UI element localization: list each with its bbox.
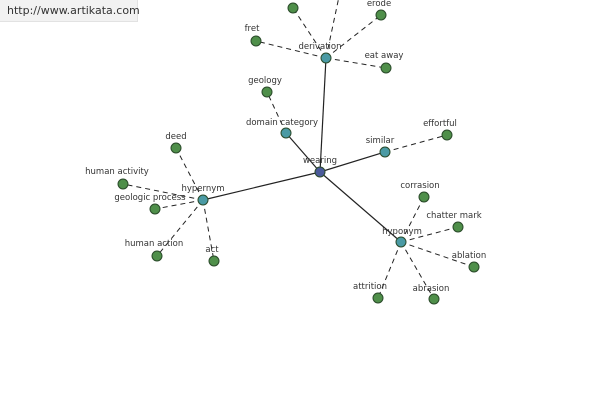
center-node-label: wearing (303, 156, 337, 166)
leaf-label-fret: fret (245, 24, 261, 34)
relation-label-similar: similar (366, 136, 395, 146)
edge-derivation-to-d2 (325, 0, 339, 59)
leaf-node-geology[interactable] (261, 86, 273, 98)
relation-label-hyponym: hyponym (382, 227, 422, 237)
leaf-node-human-activity[interactable] (117, 178, 129, 190)
edge-hyponym-to-abrasion (400, 241, 435, 300)
leaf-node-attrition[interactable] (372, 292, 384, 304)
leaf-node-eat-away[interactable] (380, 62, 392, 74)
edge-similar-to-effortful (384, 134, 448, 153)
edge-hypernym-to-human-action (156, 199, 204, 257)
edge-hypernym-to-human-activity (122, 183, 204, 201)
edge-center-to-hypernym (202, 171, 321, 201)
leaf-label-corrasion: corrasion (400, 181, 439, 191)
relation-node-domain-category[interactable] (280, 127, 292, 139)
site-url-bar: http://www.artikata.com (0, 0, 140, 22)
edge-derivation-to-eat-away (325, 57, 387, 69)
edge-center-to-domain-category (285, 132, 321, 173)
leaf-label-eat-away: eat away (365, 51, 404, 61)
leaf-node-corrasion[interactable] (418, 191, 430, 203)
leaf-node-chatter-mark[interactable] (452, 221, 464, 233)
graph-labels: erode fret eat away derivation geology domain… (85, 0, 486, 294)
edge-center-to-derivation (319, 57, 327, 173)
leaf-label-deed: deed (165, 132, 186, 142)
leaf-label-human-activity: human activity (85, 167, 149, 177)
edge-hypernym-to-deed (175, 147, 204, 201)
edge-derivation-to-erode (325, 14, 382, 59)
edge-hypernym-to-act (202, 199, 215, 262)
edge-center-to-hyponym (319, 171, 402, 243)
edge-hyponym-to-ablation (400, 241, 475, 268)
leaf-node-effortful[interactable] (441, 129, 453, 141)
edge-derivation-to-fret (255, 40, 327, 59)
leaf-node-geologic-process[interactable] (149, 203, 161, 215)
leaf-label-erode: erode (367, 0, 391, 9)
leaf-node-ablation[interactable] (468, 261, 480, 273)
leaf-label-geologic-process: geologic process (114, 193, 186, 203)
center-node[interactable] (314, 166, 326, 178)
leaf-label-effortful: effortful (423, 119, 457, 129)
relation-label-derivation: derivation (298, 42, 341, 52)
edge-hyponym-to-chatter-mark (400, 226, 459, 243)
edge-center-to-similar (319, 151, 386, 173)
leaf-node-abrasion[interactable] (428, 293, 440, 305)
leaf-label-geology: geology (248, 76, 282, 86)
leaf-label-act: act (205, 245, 219, 255)
edge-hypernym-to-geologic-process (154, 199, 204, 210)
leaf-node-d1[interactable] (287, 2, 299, 14)
leaf-label-ablation: ablation (452, 251, 486, 261)
leaf-label-human-action: human action (125, 239, 184, 249)
leaf-node-fret[interactable] (250, 35, 262, 47)
leaf-node-human-action[interactable] (151, 250, 163, 262)
leaf-label-chatter-mark: chatter mark (426, 211, 481, 221)
site-url-link[interactable]: http://www.artikata.com (7, 4, 140, 17)
leaf-label-abrasion: abrasion (413, 284, 450, 294)
relation-label-hypernym: hypernym (181, 184, 224, 194)
relation-node-hyponym[interactable] (395, 236, 407, 248)
leaf-label-attrition: attrition (353, 282, 387, 292)
graph-edges (122, 0, 475, 300)
graph-nodes (117, 2, 480, 305)
relation-node-derivation[interactable] (320, 52, 332, 64)
leaf-node-act[interactable] (208, 255, 220, 267)
relation-node-similar[interactable] (379, 146, 391, 158)
relation-node-hypernym[interactable] (197, 194, 209, 206)
leaf-node-erode[interactable] (375, 9, 387, 21)
leaf-node-deed[interactable] (170, 142, 182, 154)
edge-hyponym-to-attrition (377, 241, 402, 299)
edge-derivation-to-d1 (292, 7, 327, 59)
relation-label-domain-category: domain category (246, 118, 318, 128)
edge-domain-category-to-geology (266, 91, 287, 134)
